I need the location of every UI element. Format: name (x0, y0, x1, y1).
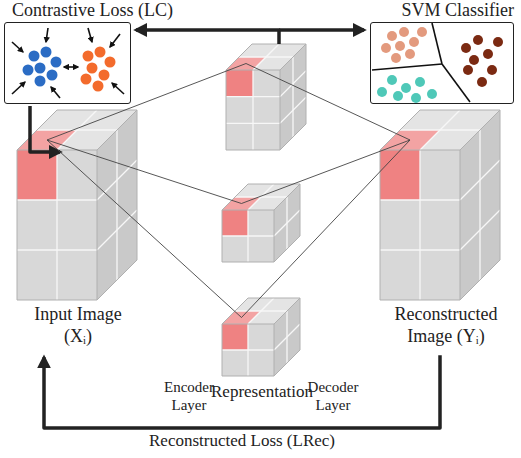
highlight-voxel-front (222, 324, 248, 350)
grid-line (37, 129, 117, 130)
cube-side (280, 44, 306, 150)
highlight-voxel-front (222, 210, 248, 236)
loss-label: Reconstructed Loss (LRec) (146, 431, 338, 451)
cube-side (274, 184, 300, 262)
teal-class (377, 75, 437, 103)
grid-line (479, 130, 480, 280)
cube-side (274, 298, 300, 376)
connector (47, 140, 242, 318)
connector (44, 355, 440, 428)
voxel-cube (222, 298, 300, 376)
volume-caption: Reconstructed Image (Yᵢ) (384, 304, 508, 347)
connector (242, 140, 411, 318)
cube-front (222, 210, 274, 262)
voxel-cube (17, 110, 137, 300)
loss-panel: Contrastive Loss (LC) (4, 0, 204, 106)
volume-caption: Input Image (Xᵢ) (20, 304, 136, 347)
cube-side (460, 110, 500, 300)
grid-line (400, 129, 480, 130)
grid-line (226, 96, 280, 97)
representation-volume: Representation (205, 296, 319, 406)
brown-class (461, 35, 503, 87)
grid-line (239, 56, 293, 57)
grid-line (286, 311, 287, 363)
panel-title: SVM Classifier (366, 0, 516, 22)
cube-front (17, 150, 97, 300)
layer-link (47, 140, 242, 204)
layer-label: Decoder Layer (302, 378, 364, 414)
cube-outline (226, 44, 306, 150)
grid-line (419, 150, 420, 300)
label-slot: Decoder Layer (302, 378, 364, 414)
grid-line (56, 150, 57, 300)
to-svm-arrow (279, 28, 364, 32)
panel-frame (4, 22, 131, 104)
layer-connections (47, 64, 410, 204)
layer-link (242, 140, 411, 204)
voxel-cube (380, 110, 500, 300)
volume-caption: Representation (205, 382, 319, 402)
image-volume: Input Image (Xᵢ) (14, 108, 142, 351)
pull-arrows (12, 28, 124, 98)
edge-label-slot: Reconstructed Loss (LRec) (146, 431, 338, 451)
image-volume: Reconstructed Image (Yᵢ) (376, 108, 516, 351)
salmon-class (381, 27, 427, 63)
grid-line (116, 130, 117, 280)
cube-front (380, 150, 460, 300)
layer-link (246, 64, 410, 141)
to-contrastive-arrow (136, 30, 279, 44)
grid-line (252, 70, 253, 150)
layer-link (47, 64, 246, 141)
grid-line (222, 349, 274, 350)
panel-frame (370, 22, 514, 104)
grid-line (17, 249, 97, 250)
cube-outline (222, 298, 300, 376)
grid-line (226, 123, 280, 124)
cube-front (222, 324, 274, 376)
grid-line (286, 197, 287, 249)
grid-line (380, 199, 460, 200)
orange-cluster (81, 47, 116, 92)
layer-label: Encoder Layer (158, 378, 220, 414)
highlight-voxel-front (17, 150, 57, 200)
grid-line (292, 57, 293, 137)
feedback-arrow (30, 106, 60, 152)
highlight-voxel-front (226, 70, 253, 97)
voxel-cube (226, 44, 306, 150)
cube-outline (380, 110, 500, 300)
decision-boundaries (372, 23, 470, 102)
cube-front (226, 70, 280, 150)
cube-outline (17, 110, 137, 300)
grid-line (222, 235, 274, 236)
cluster-illustration (12, 28, 124, 98)
blue-cluster (23, 47, 62, 87)
svm-illustration (372, 23, 503, 103)
grid-line (380, 249, 460, 250)
cube-side (97, 110, 137, 300)
classifier-panel: SVM Classifier (366, 0, 516, 106)
highlight-voxel-front (380, 150, 420, 200)
panel-title: Contrastive Loss (LC) (4, 0, 204, 22)
loss-arrows (30, 30, 364, 152)
grid-line (235, 310, 287, 311)
label-slot: Encoder Layer (158, 378, 220, 414)
grid-line (17, 199, 97, 200)
